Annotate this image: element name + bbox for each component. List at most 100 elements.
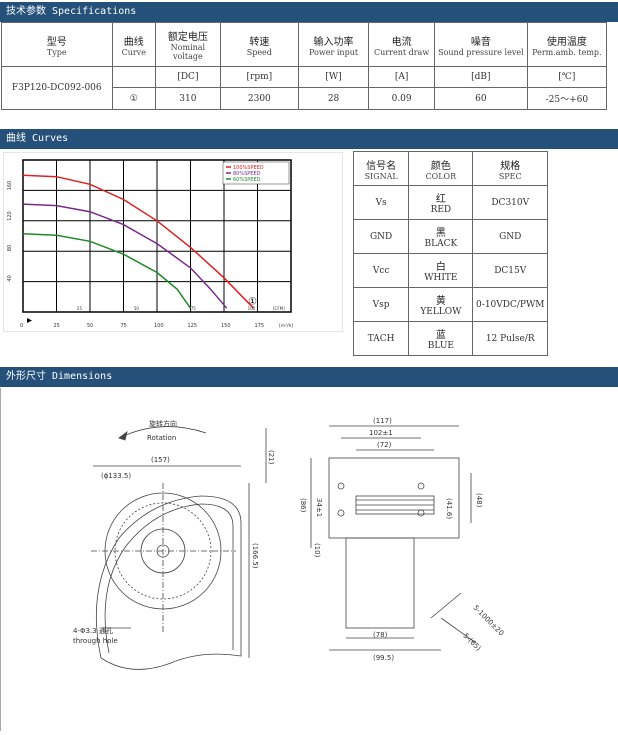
blower-housing-outline bbox=[95, 495, 242, 670]
signal-spec: 0-10VDC/PWM bbox=[472, 287, 548, 322]
dim-41: (41.6) bbox=[445, 498, 453, 519]
y-tick-label: 40 bbox=[7, 275, 13, 281]
dim-78: (78) bbox=[373, 631, 388, 639]
dim-99: (99.5) bbox=[373, 654, 394, 662]
x-tick-label: 0 bbox=[20, 323, 23, 329]
x-tick-label: 175 bbox=[255, 323, 265, 329]
speed-cell: 2300 bbox=[219, 87, 299, 110]
y-tick-label: 120 bbox=[7, 211, 13, 221]
side-view-motor bbox=[345, 537, 415, 629]
dim-48: (48) bbox=[475, 493, 483, 508]
x-tick-label: 75 bbox=[121, 323, 127, 329]
dim-102: 102±1 bbox=[369, 429, 393, 437]
dimensions-drawing: 旋转方向 Rotation (157) (ϕ133.5) (21) (166.5… bbox=[0, 388, 618, 731]
legend-entry: 60%SPEED bbox=[233, 177, 261, 183]
noise-cell: 60 bbox=[434, 87, 528, 110]
temp-cell: -25～+60 bbox=[526, 87, 608, 110]
dim-34: 34±1 bbox=[315, 498, 323, 517]
signal-spec: 12 Pulse/R bbox=[472, 321, 548, 356]
rotation-cn-label: 旋转方向 bbox=[149, 419, 177, 428]
cfm-tick-label: 75 bbox=[191, 306, 197, 311]
unit-speed: [rpm] bbox=[219, 66, 299, 88]
dim-10: (10) bbox=[313, 543, 321, 558]
dim-lead: 5-1000±20 bbox=[472, 604, 506, 638]
dim-lead2: 5-(65) bbox=[462, 632, 483, 653]
curve-marker: ① bbox=[248, 296, 257, 307]
x-unit-label: [m³/h] bbox=[279, 323, 293, 329]
signal-name: GND bbox=[352, 219, 410, 254]
x-tick-label: 50 bbox=[87, 323, 93, 329]
legend-box bbox=[222, 161, 290, 185]
mount-hole-3 bbox=[417, 482, 425, 490]
signal-spec: DC310V bbox=[472, 185, 548, 220]
side-view-body bbox=[328, 457, 460, 539]
dim-157: (157) bbox=[151, 456, 170, 464]
unit-noise: [dB] bbox=[434, 66, 528, 88]
rotation-en-label: Rotation bbox=[147, 434, 176, 442]
series-line bbox=[22, 174, 255, 309]
signal-name: Vcc bbox=[352, 253, 410, 288]
dim-133: (ϕ133.5) bbox=[101, 472, 131, 480]
unit-voltage: [DC] bbox=[155, 66, 221, 88]
x-axis-arrow bbox=[27, 318, 32, 323]
rotation-arrow-head bbox=[118, 431, 128, 441]
legend-entry: 80%SPEED bbox=[233, 171, 261, 177]
mount-hole-2 bbox=[337, 509, 345, 517]
series-line bbox=[22, 203, 228, 309]
power-cell: 28 bbox=[297, 87, 370, 110]
dim-21: (21) bbox=[267, 450, 275, 465]
chart-grid bbox=[22, 159, 292, 313]
dim-166: (166.5) bbox=[251, 543, 259, 569]
legend-entry: 100%SPEED bbox=[233, 165, 264, 171]
dimensions-section-header: 外形尺寸 Dimensions bbox=[0, 367, 618, 387]
cfm-tick-label: 25 bbox=[77, 306, 83, 311]
current-cell: 0.09 bbox=[368, 87, 436, 110]
dim-117: (117) bbox=[373, 417, 392, 425]
lead-dim bbox=[440, 617, 477, 644]
lead-wire bbox=[430, 592, 462, 619]
x-tick-label: 25 bbox=[54, 323, 60, 329]
signal-name: TACH bbox=[352, 321, 410, 356]
holes-cn-label: 4-Φ3.3 通孔 bbox=[73, 626, 113, 635]
specs-section-header: 技术参数 Specifications bbox=[0, 2, 618, 22]
y-tick-label: 160 bbox=[7, 181, 13, 191]
mount-hole-4 bbox=[417, 509, 425, 517]
signal-spec: GND bbox=[472, 219, 548, 254]
x-tick-label: 100 bbox=[154, 323, 164, 329]
curves-section-header: 曲线 Curves bbox=[0, 129, 618, 149]
cfm-tick-label: 100 bbox=[248, 306, 256, 311]
rotation-arrow bbox=[118, 426, 207, 439]
blower-housing-inner bbox=[104, 503, 234, 654]
dim-86: (86) bbox=[299, 498, 307, 513]
cfm-tick-label: 50 bbox=[134, 306, 140, 311]
x-tick-label: 150 bbox=[221, 323, 231, 329]
holes-en-label: through hole bbox=[73, 637, 118, 645]
series-line bbox=[22, 232, 192, 309]
unit-power: [W] bbox=[297, 66, 370, 88]
cfm-unit-label: [CFM] bbox=[273, 306, 285, 311]
model-cell: F3P120-DC092-006 bbox=[1, 66, 113, 110]
unit-temp: [℃] bbox=[526, 66, 608, 88]
mount-hole-1 bbox=[337, 482, 345, 490]
